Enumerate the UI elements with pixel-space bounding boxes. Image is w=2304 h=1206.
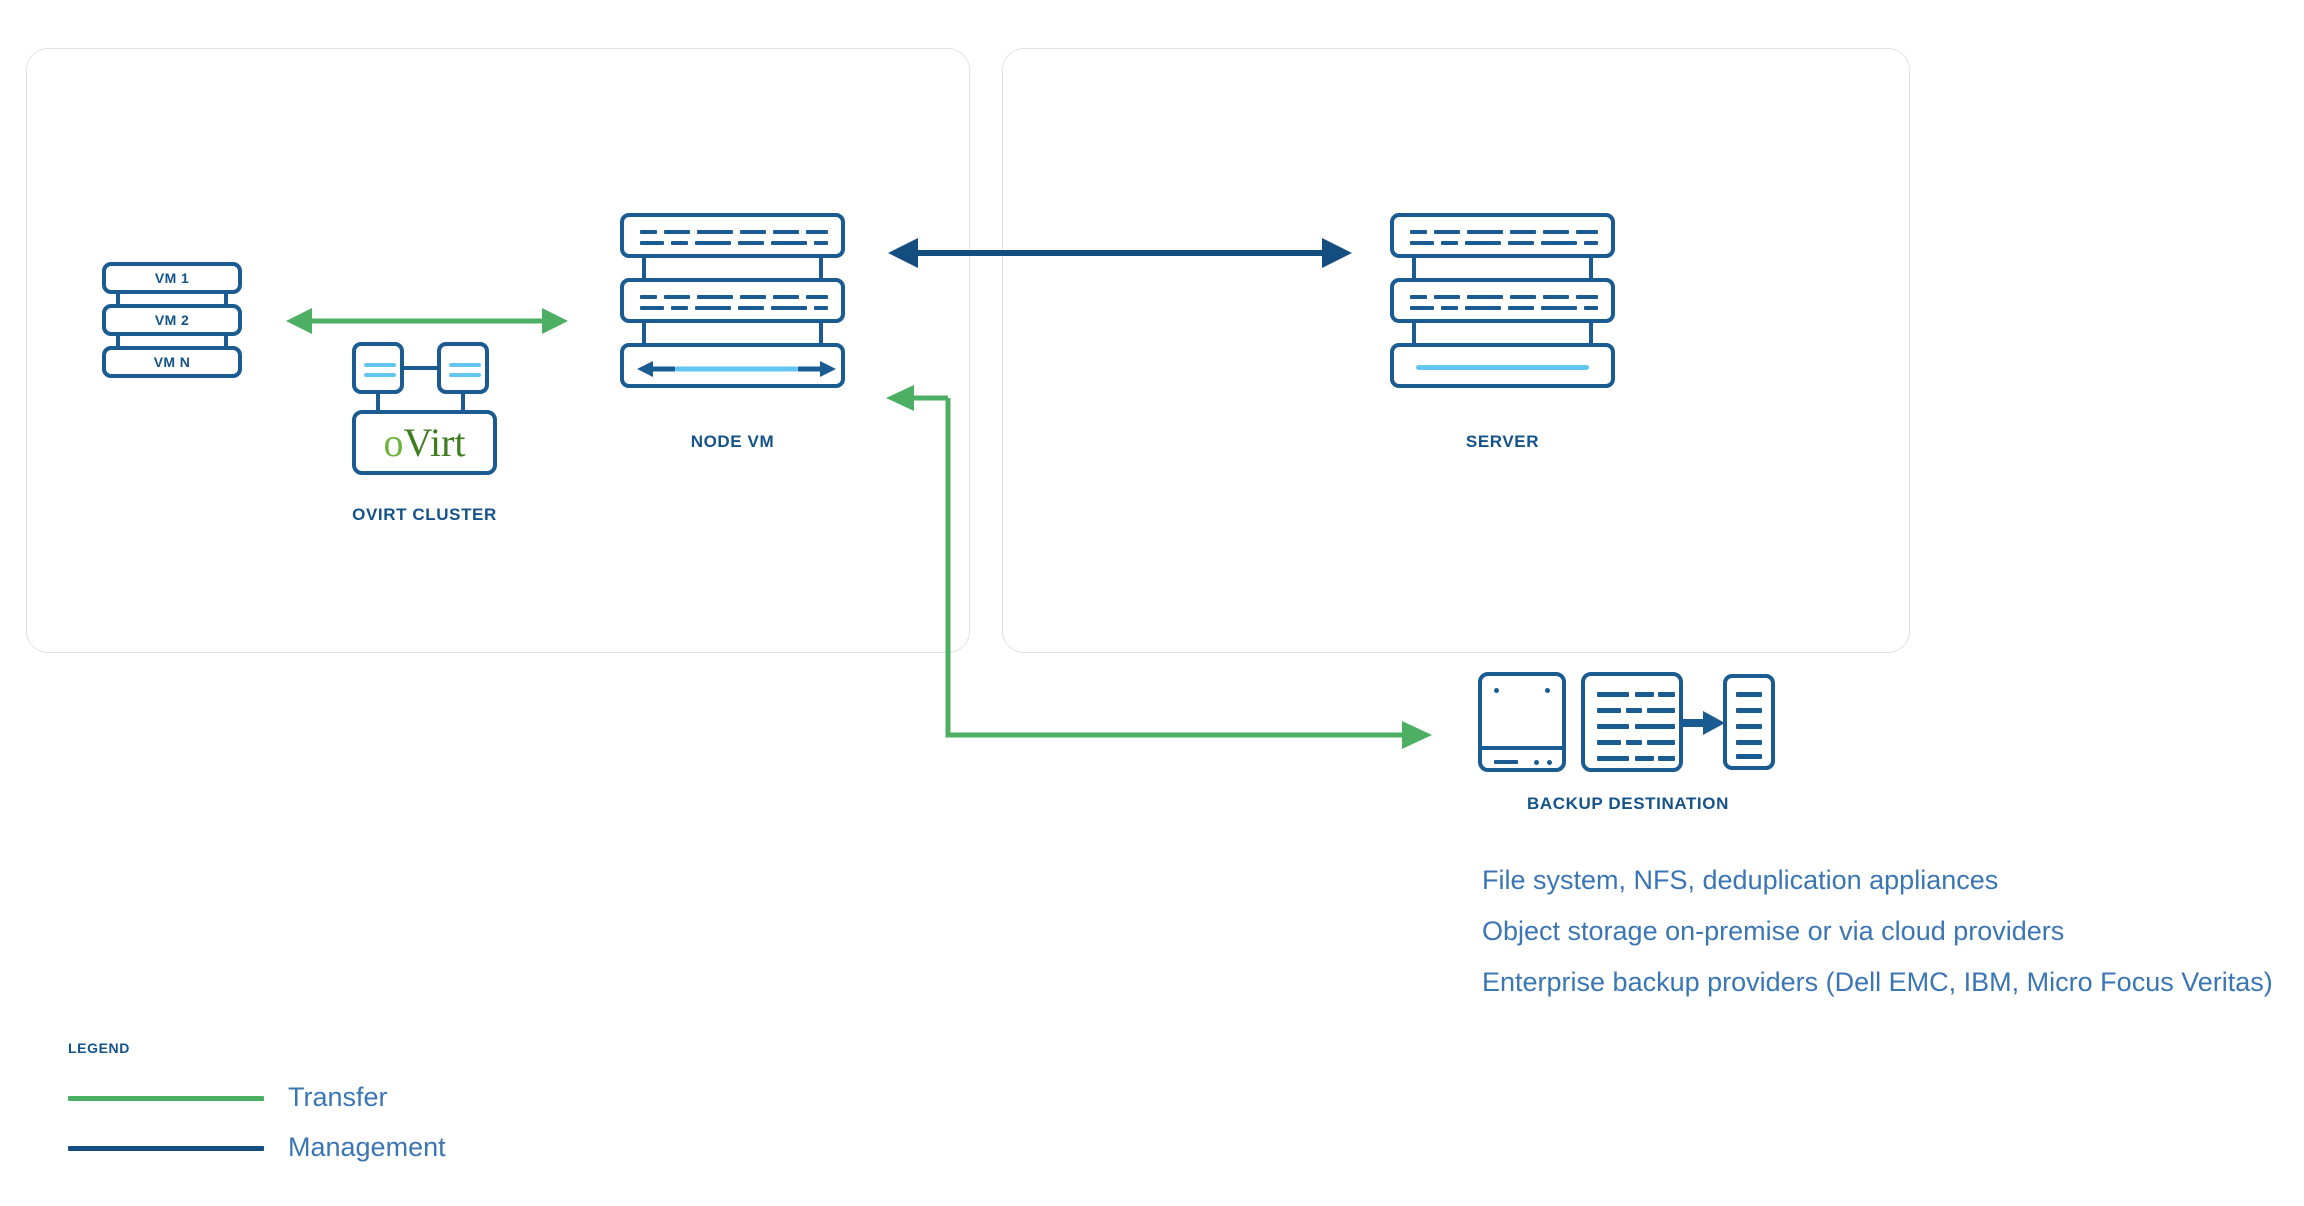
storage-target-icon	[1723, 674, 1775, 770]
rack-dash-row	[1410, 230, 1598, 234]
rack-dash-row	[640, 295, 828, 299]
backup-destination-icon[interactable]	[1478, 672, 1778, 772]
backup-destination-description-list: File system, NFS, deduplication applianc…	[1482, 855, 2302, 1008]
vm-box-2[interactable]: VM 2	[102, 304, 242, 336]
panel-server-environment	[1002, 48, 1910, 653]
panel-ovirt-environment	[26, 48, 970, 653]
ovirt-host-line	[364, 363, 396, 367]
description-item: Object storage on-premise or via cloud p…	[1482, 916, 2065, 946]
ovirt-logo-box: oVirt	[352, 410, 497, 475]
ovirt-logo: oVirt	[383, 419, 466, 465]
rack-unit-top	[620, 213, 845, 258]
rack-status-bar	[1416, 365, 1589, 370]
node-vm-icon[interactable]	[620, 213, 845, 395]
ovirt-host-line	[364, 373, 396, 377]
rack-unit-bottom	[1390, 343, 1615, 388]
ovirt-host-leg	[461, 392, 465, 412]
rack-dash-row	[640, 306, 828, 310]
rack-transfer-arrow	[637, 361, 836, 377]
server-icon[interactable]	[1390, 213, 1615, 395]
legend: LEGEND Transfer Management	[68, 1040, 538, 1174]
rack-dash-row	[640, 241, 828, 245]
ovirt-host-line	[449, 373, 481, 377]
ovirt-logo-virt: Virt	[403, 419, 466, 465]
ovirt-cluster-label: OVIRT CLUSTER	[352, 505, 497, 524]
rack-unit-middle	[1390, 278, 1615, 323]
legend-item-management: Management	[68, 1124, 538, 1174]
vm-connector	[224, 334, 228, 348]
legend-title: LEGEND	[68, 1040, 130, 1056]
node-vm-label: NODE VM	[690, 432, 775, 451]
vm-connector	[224, 292, 228, 306]
vm-box-1[interactable]: VM 1	[102, 262, 242, 294]
rack-dash-row	[1410, 295, 1598, 299]
disk-drive-icon	[1478, 672, 1566, 772]
ovirt-cluster[interactable]: oVirt	[352, 342, 497, 475]
ovirt-logo-o: o	[383, 419, 404, 465]
vm-stack: VM 1 VM 2 VM N	[102, 262, 242, 386]
rack-dash-row	[1410, 306, 1598, 310]
rack-dash-row	[640, 230, 828, 234]
legend-label-management: Management	[288, 1132, 446, 1162]
rack-unit-top	[1390, 213, 1615, 258]
vm-box-n[interactable]: VM N	[102, 346, 242, 378]
backup-destination-label: BACKUP DESTINATION	[1527, 794, 1729, 813]
vm-connector	[116, 292, 120, 306]
rack-unit-middle	[620, 278, 845, 323]
server-label: SERVER	[1465, 432, 1540, 451]
description-item: Enterprise backup providers (Dell EMC, I…	[1482, 967, 2273, 997]
rack-dash-row	[1410, 241, 1598, 245]
description-item: File system, NFS, deduplication applianc…	[1482, 865, 1999, 895]
data-block-icon	[1581, 672, 1683, 772]
rack-unit-bottom-transfer	[620, 343, 845, 388]
ovirt-host-left	[352, 342, 404, 394]
ovirt-host-leg	[376, 392, 380, 412]
legend-label-transfer: Transfer	[288, 1082, 388, 1112]
ovirt-host-right	[437, 342, 489, 394]
vm-connector	[116, 334, 120, 348]
ovirt-host-line	[449, 363, 481, 367]
ovirt-host-link	[402, 366, 441, 370]
legend-swatch-management	[68, 1146, 264, 1151]
legend-item-transfer: Transfer	[68, 1074, 538, 1124]
legend-swatch-transfer	[68, 1096, 264, 1101]
transfer-arrow-icon	[1683, 711, 1725, 735]
